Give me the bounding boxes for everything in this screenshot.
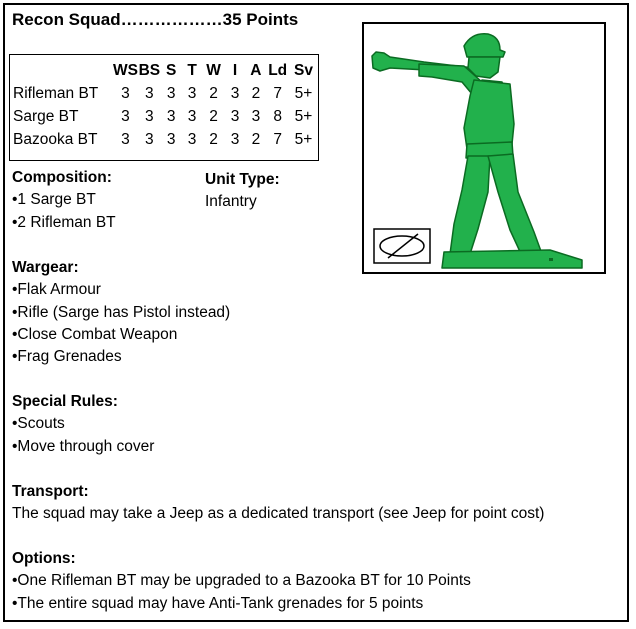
stat-header: T [187, 61, 197, 79]
special-rules-heading: Special Rules: [12, 393, 118, 410]
transport-heading: Transport: [12, 483, 89, 500]
special-rules-item: •Move through cover [12, 437, 155, 455]
transport-text: The squad may take a Jeep as a dedicated… [12, 505, 545, 523]
special-rules-section: Special Rules: •Scouts •Move through cov… [12, 391, 154, 458]
unit-type-value: Infantry [205, 193, 257, 211]
stat-cell: 7 [273, 84, 282, 102]
unit-type-section: Unit Type: Infantry [205, 169, 280, 214]
stat-cell: Sarge BT [13, 107, 79, 125]
stat-cell: 3 [187, 107, 197, 125]
stat-cell: 3 [187, 130, 197, 148]
stat-cell: 3 [230, 130, 240, 148]
stat-cell: 3 [251, 107, 261, 125]
special-rules-item: •Scouts [12, 415, 65, 433]
stat-header: Ld [268, 61, 288, 79]
stat-header: S [166, 61, 177, 79]
base-tag-icon [373, 228, 431, 264]
stat-header: A [250, 61, 262, 79]
stat-cell: 3 [121, 84, 130, 102]
composition-item: •1 Sarge BT [12, 191, 96, 209]
stat-cell: 5+ [294, 107, 313, 125]
stat-cell: 3 [121, 107, 130, 125]
options-section: Options: •One Rifleman BT may be upgrade… [12, 548, 471, 615]
stat-cell: 3 [166, 84, 176, 102]
stat-header: WS [112, 61, 138, 79]
stat-header: Sv [294, 61, 313, 79]
stat-cell: 3 [145, 84, 154, 102]
datasheet-card [3, 3, 629, 622]
stat-cell: Bazooka BT [13, 130, 98, 148]
options-item: •One Rifleman BT may be upgraded to a Ba… [12, 572, 471, 590]
wargear-item: •Rifle (Sarge has Pistol instead) [12, 303, 231, 321]
stat-cell: 3 [145, 130, 154, 148]
wargear-heading: Wargear: [12, 259, 79, 276]
stat-cell: 3 [166, 130, 176, 148]
composition-section: Composition: •1 Sarge BT •2 Rifleman BT [12, 167, 116, 234]
stat-row: Rifleman BT 3 3 3 3 2 3 2 7 5+ [13, 82, 318, 105]
stat-cell: 2 [209, 130, 218, 148]
stat-cell: 5+ [294, 130, 313, 148]
stat-box: WS BS S T W I A Ld Sv Rifleman BT 3 3 3 … [9, 54, 319, 161]
stat-table: WS BS S T W I A Ld Sv Rifleman BT 3 3 3 … [13, 59, 318, 151]
stat-cell: 8 [273, 107, 282, 125]
transport-section: Transport: The squad may take a Jeep as … [12, 481, 544, 526]
stat-row: Sarge BT 3 3 3 3 2 3 3 8 5+ [13, 105, 318, 128]
wargear-item: •Frag Grenades [12, 348, 122, 366]
stat-header: W [206, 61, 221, 79]
stat-cell: 3 [187, 84, 197, 102]
composition-item: •2 Rifleman BT [12, 213, 116, 231]
toy-soldier-rifleman-icon [371, 33, 583, 269]
options-heading: Options: [12, 550, 76, 567]
stat-header-row: WS BS S T W I A Ld Sv [13, 59, 318, 82]
stat-cell: 2 [251, 84, 261, 102]
stat-cell: 2 [251, 130, 261, 148]
stat-cell: 3 [230, 107, 240, 125]
stat-header: I [232, 61, 238, 79]
stat-header: BS [138, 61, 161, 79]
figure-panel [362, 22, 606, 274]
stat-row: Bazooka BT 3 3 3 3 2 3 2 7 5+ [13, 128, 318, 151]
stat-cell: 3 [166, 107, 176, 125]
stat-cell: 2 [209, 84, 218, 102]
stat-header [13, 59, 113, 82]
stat-cell: 2 [209, 107, 218, 125]
composition-heading: Composition: [12, 169, 112, 186]
wargear-item: •Flak Armour [12, 281, 101, 299]
stat-cell: 3 [230, 84, 240, 102]
stat-cell: 7 [273, 130, 282, 148]
options-item: •The entire squad may have Anti-Tank gre… [12, 594, 424, 612]
unit-type-heading: Unit Type: [205, 171, 280, 188]
stat-cell: 3 [145, 107, 154, 125]
wargear-item: •Close Combat Weapon [12, 325, 178, 343]
stat-cell: Rifleman BT [13, 84, 99, 102]
wargear-section: Wargear: •Flak Armour •Rifle (Sarge has … [12, 257, 230, 368]
stat-cell: 5+ [294, 84, 313, 102]
stat-cell: 3 [121, 130, 130, 148]
unit-title: Recon Squad………………35 Points [12, 10, 299, 29]
